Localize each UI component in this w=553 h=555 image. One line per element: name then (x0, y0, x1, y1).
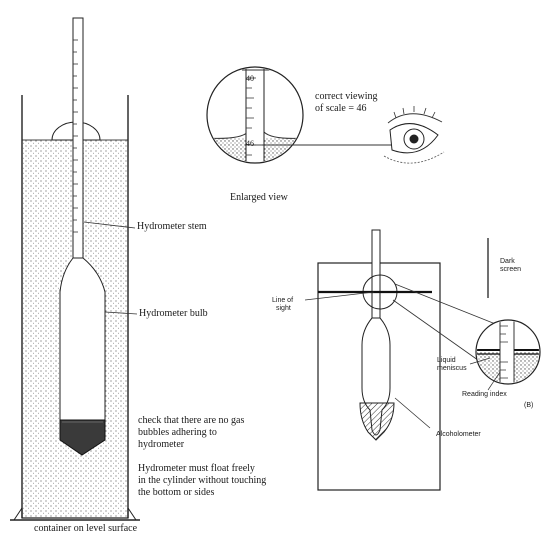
liquid-meniscus-label-1: Liquid (437, 357, 456, 364)
cylinder-group (10, 17, 140, 521)
hydrometer-bulb-label: Hydrometer bulb (139, 308, 208, 319)
float-freely-label-3: the bottom or sides (138, 487, 215, 498)
reading-index-label: Reading index (462, 391, 507, 398)
alcoholometer-ballast (359, 402, 395, 441)
check-gas-label-3: hydrometer (138, 439, 185, 450)
float-freely-label-2: in the cylinder without touching (138, 475, 267, 486)
float-freely-label-1: Hydrometer must float freely (138, 463, 255, 474)
alcoholometer-setup (304, 229, 541, 491)
eye-icon (383, 106, 445, 164)
scale-upper-value: 40 (246, 74, 254, 83)
enlarged-view (206, 66, 445, 164)
line-of-sight-label-2: sight (276, 305, 291, 312)
container-label: container on level surface (34, 523, 138, 534)
hydrometer-stem (72, 17, 84, 259)
hydrometer-bulb (59, 257, 106, 421)
dark-screen-label-1: Dark (500, 258, 515, 265)
liquid-meniscus-label-2: meniscus (437, 365, 467, 372)
dark-screen-label-2: screen (500, 266, 522, 273)
enlarged-view-label: Enlarged view (230, 192, 288, 203)
check-gas-label-2: bubbles adhering to (138, 427, 217, 438)
correct-viewing-label-2: of scale = 46 (315, 103, 367, 114)
hydrometer-stem-label: Hydrometer stem (137, 221, 207, 232)
figure-ref-label: (B) (524, 402, 534, 409)
line-of-sight-label-1: Line of (272, 297, 294, 304)
check-gas-label-1: check that there are no gas (138, 415, 245, 426)
hydrometer-ballast (59, 419, 106, 456)
correct-viewing-label-1: correct viewing (315, 91, 378, 102)
scale-lower-value: 46 (246, 139, 254, 148)
alcoholometer-label: Alcoholometer (436, 431, 481, 438)
